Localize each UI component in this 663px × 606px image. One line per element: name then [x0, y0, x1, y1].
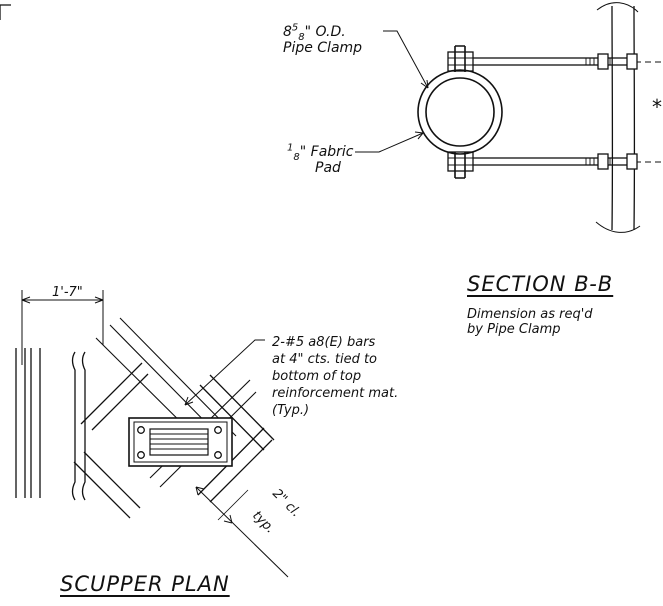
- scupper-box: [129, 418, 232, 466]
- bars-note: 2-#5 a8(E) bars at 4" cts. tied to botto…: [272, 334, 398, 419]
- nut: [627, 154, 637, 169]
- bars-note-line1: 2-#5 a8(E) bars: [272, 334, 398, 351]
- scupper-plan-linework: [16, 290, 288, 577]
- asterisk: *: [652, 95, 662, 119]
- pipe-clamp-outer: [418, 70, 502, 154]
- corner-mark: [0, 5, 11, 20]
- clear-dim-typ: typ.: [249, 508, 277, 536]
- bars-note-line5: (Typ.): [272, 402, 398, 419]
- section-bb-linework: [355, 3, 663, 233]
- break-line-top: [597, 3, 638, 12]
- bars-note-line2: at 4" cts. tied to: [272, 351, 398, 368]
- clamp-nut-top: [448, 52, 473, 71]
- clamp-label-line1: 858" O.D.: [283, 24, 362, 40]
- width-dim-value: 1'-7": [52, 285, 83, 300]
- pipe-clamp-inner: [426, 78, 494, 146]
- section-bb-note: Dimension as req'd by Pipe Clamp: [467, 307, 593, 337]
- clear-dim-value: 2" cl.: [269, 486, 303, 520]
- section-bb-title: SECTION B-B: [467, 272, 613, 296]
- pipe-flange-left: [73, 352, 76, 500]
- nut: [598, 54, 608, 69]
- clamp-label: 858" O.D. Pipe Clamp: [283, 24, 362, 56]
- pad-leader: [355, 133, 423, 152]
- clamp-leader: [383, 31, 428, 88]
- clamp-nut-bottom: [448, 152, 473, 171]
- scupper-plan-title: SCUPPER PLAN: [60, 572, 230, 596]
- clamp-label-line2: Pipe Clamp: [283, 40, 362, 56]
- pad-label: 18" Fabric Pad: [287, 144, 354, 176]
- section-bb-note-line2: by Pipe Clamp: [467, 322, 593, 337]
- nut: [598, 154, 608, 169]
- bars-note-line4: reinforcement mat.: [272, 385, 398, 402]
- pad-label-line1: 18" Fabric: [287, 144, 354, 160]
- pipe-flange-right: [83, 352, 86, 500]
- section-bb-note-line1: Dimension as req'd: [467, 307, 593, 322]
- nut: [627, 54, 637, 69]
- pipe-wall: [16, 348, 40, 498]
- bars-note-line3: bottom of top: [272, 368, 398, 385]
